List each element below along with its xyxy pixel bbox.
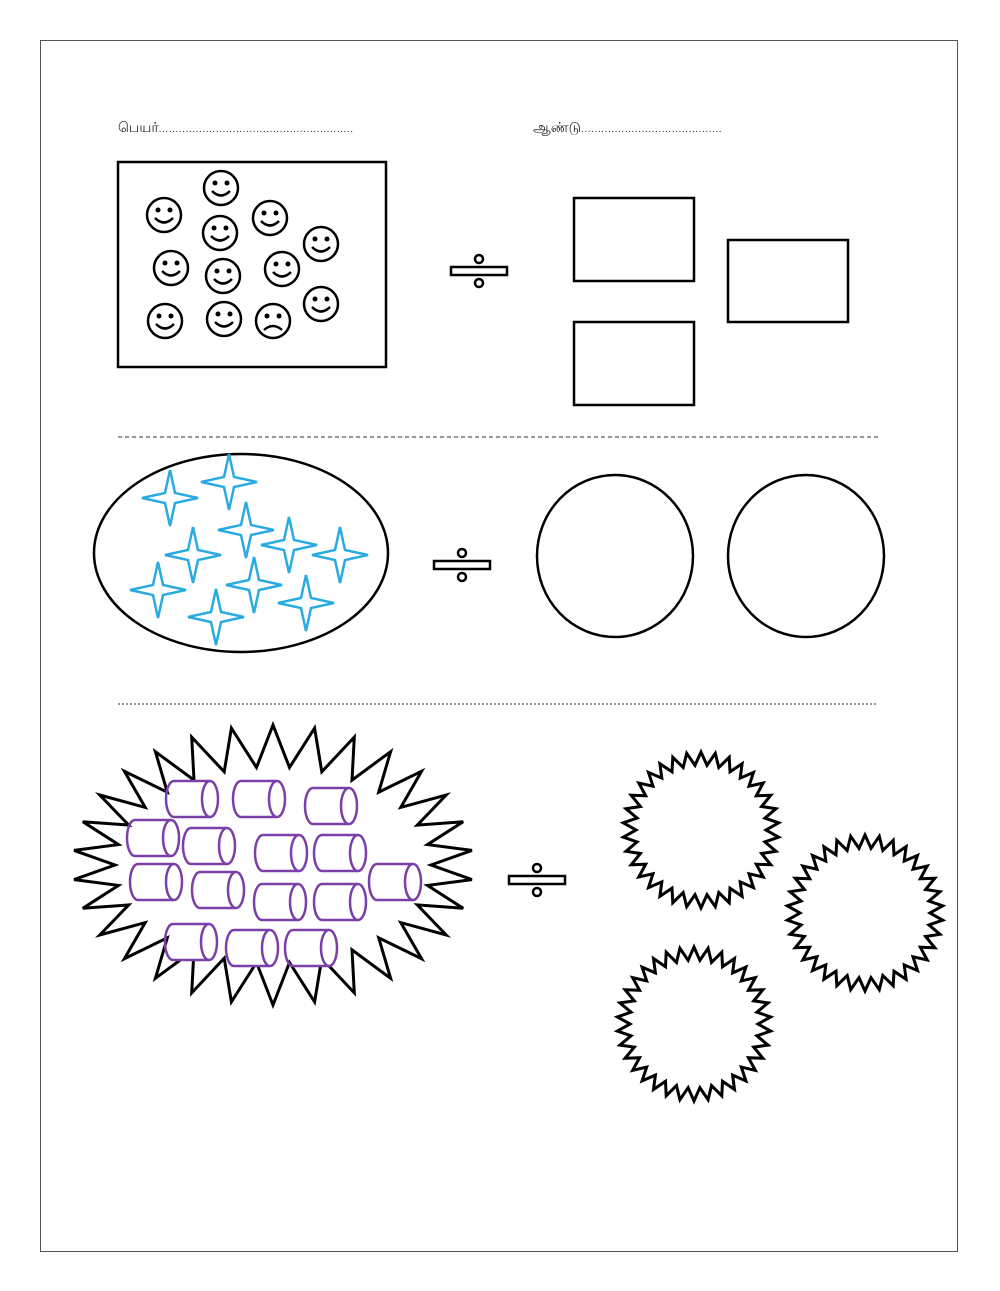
star-group-ellipse bbox=[92, 452, 390, 654]
smiley-face bbox=[146, 302, 184, 340]
year-blank: ........................................… bbox=[581, 125, 723, 135]
smiley-face bbox=[204, 257, 242, 295]
division-sign bbox=[449, 253, 509, 289]
division-sign bbox=[432, 547, 492, 583]
answer-starburst bbox=[619, 748, 783, 912]
smiley-face bbox=[263, 250, 301, 288]
answer-starburst bbox=[613, 943, 775, 1105]
name-label: பெயர் bbox=[118, 120, 159, 136]
answer-starburst bbox=[783, 831, 947, 995]
smiley-face bbox=[302, 225, 340, 263]
sad-face bbox=[254, 302, 292, 340]
smiley-face bbox=[202, 169, 240, 207]
cylinder-group-starburst bbox=[73, 720, 473, 1010]
year-field: ஆண்டு...................................… bbox=[533, 120, 722, 138]
smiley-face bbox=[201, 214, 239, 252]
answer-circle bbox=[535, 473, 695, 639]
year-label: ஆண்டு bbox=[533, 120, 582, 136]
worksheet-border bbox=[40, 40, 958, 1252]
smiley-face bbox=[145, 196, 183, 234]
answer-box bbox=[572, 196, 696, 283]
smiley-group-box bbox=[116, 160, 388, 369]
smiley-face bbox=[302, 285, 340, 323]
smiley-face bbox=[152, 249, 190, 287]
smiley-face bbox=[251, 199, 289, 237]
division-sign bbox=[507, 862, 567, 898]
answer-box bbox=[726, 238, 850, 324]
name-field: பெயர்...................................… bbox=[118, 120, 354, 138]
answer-box bbox=[572, 320, 696, 407]
name-blank: ........................................… bbox=[158, 125, 354, 135]
smiley-face bbox=[205, 300, 243, 338]
answer-circle bbox=[726, 473, 886, 639]
